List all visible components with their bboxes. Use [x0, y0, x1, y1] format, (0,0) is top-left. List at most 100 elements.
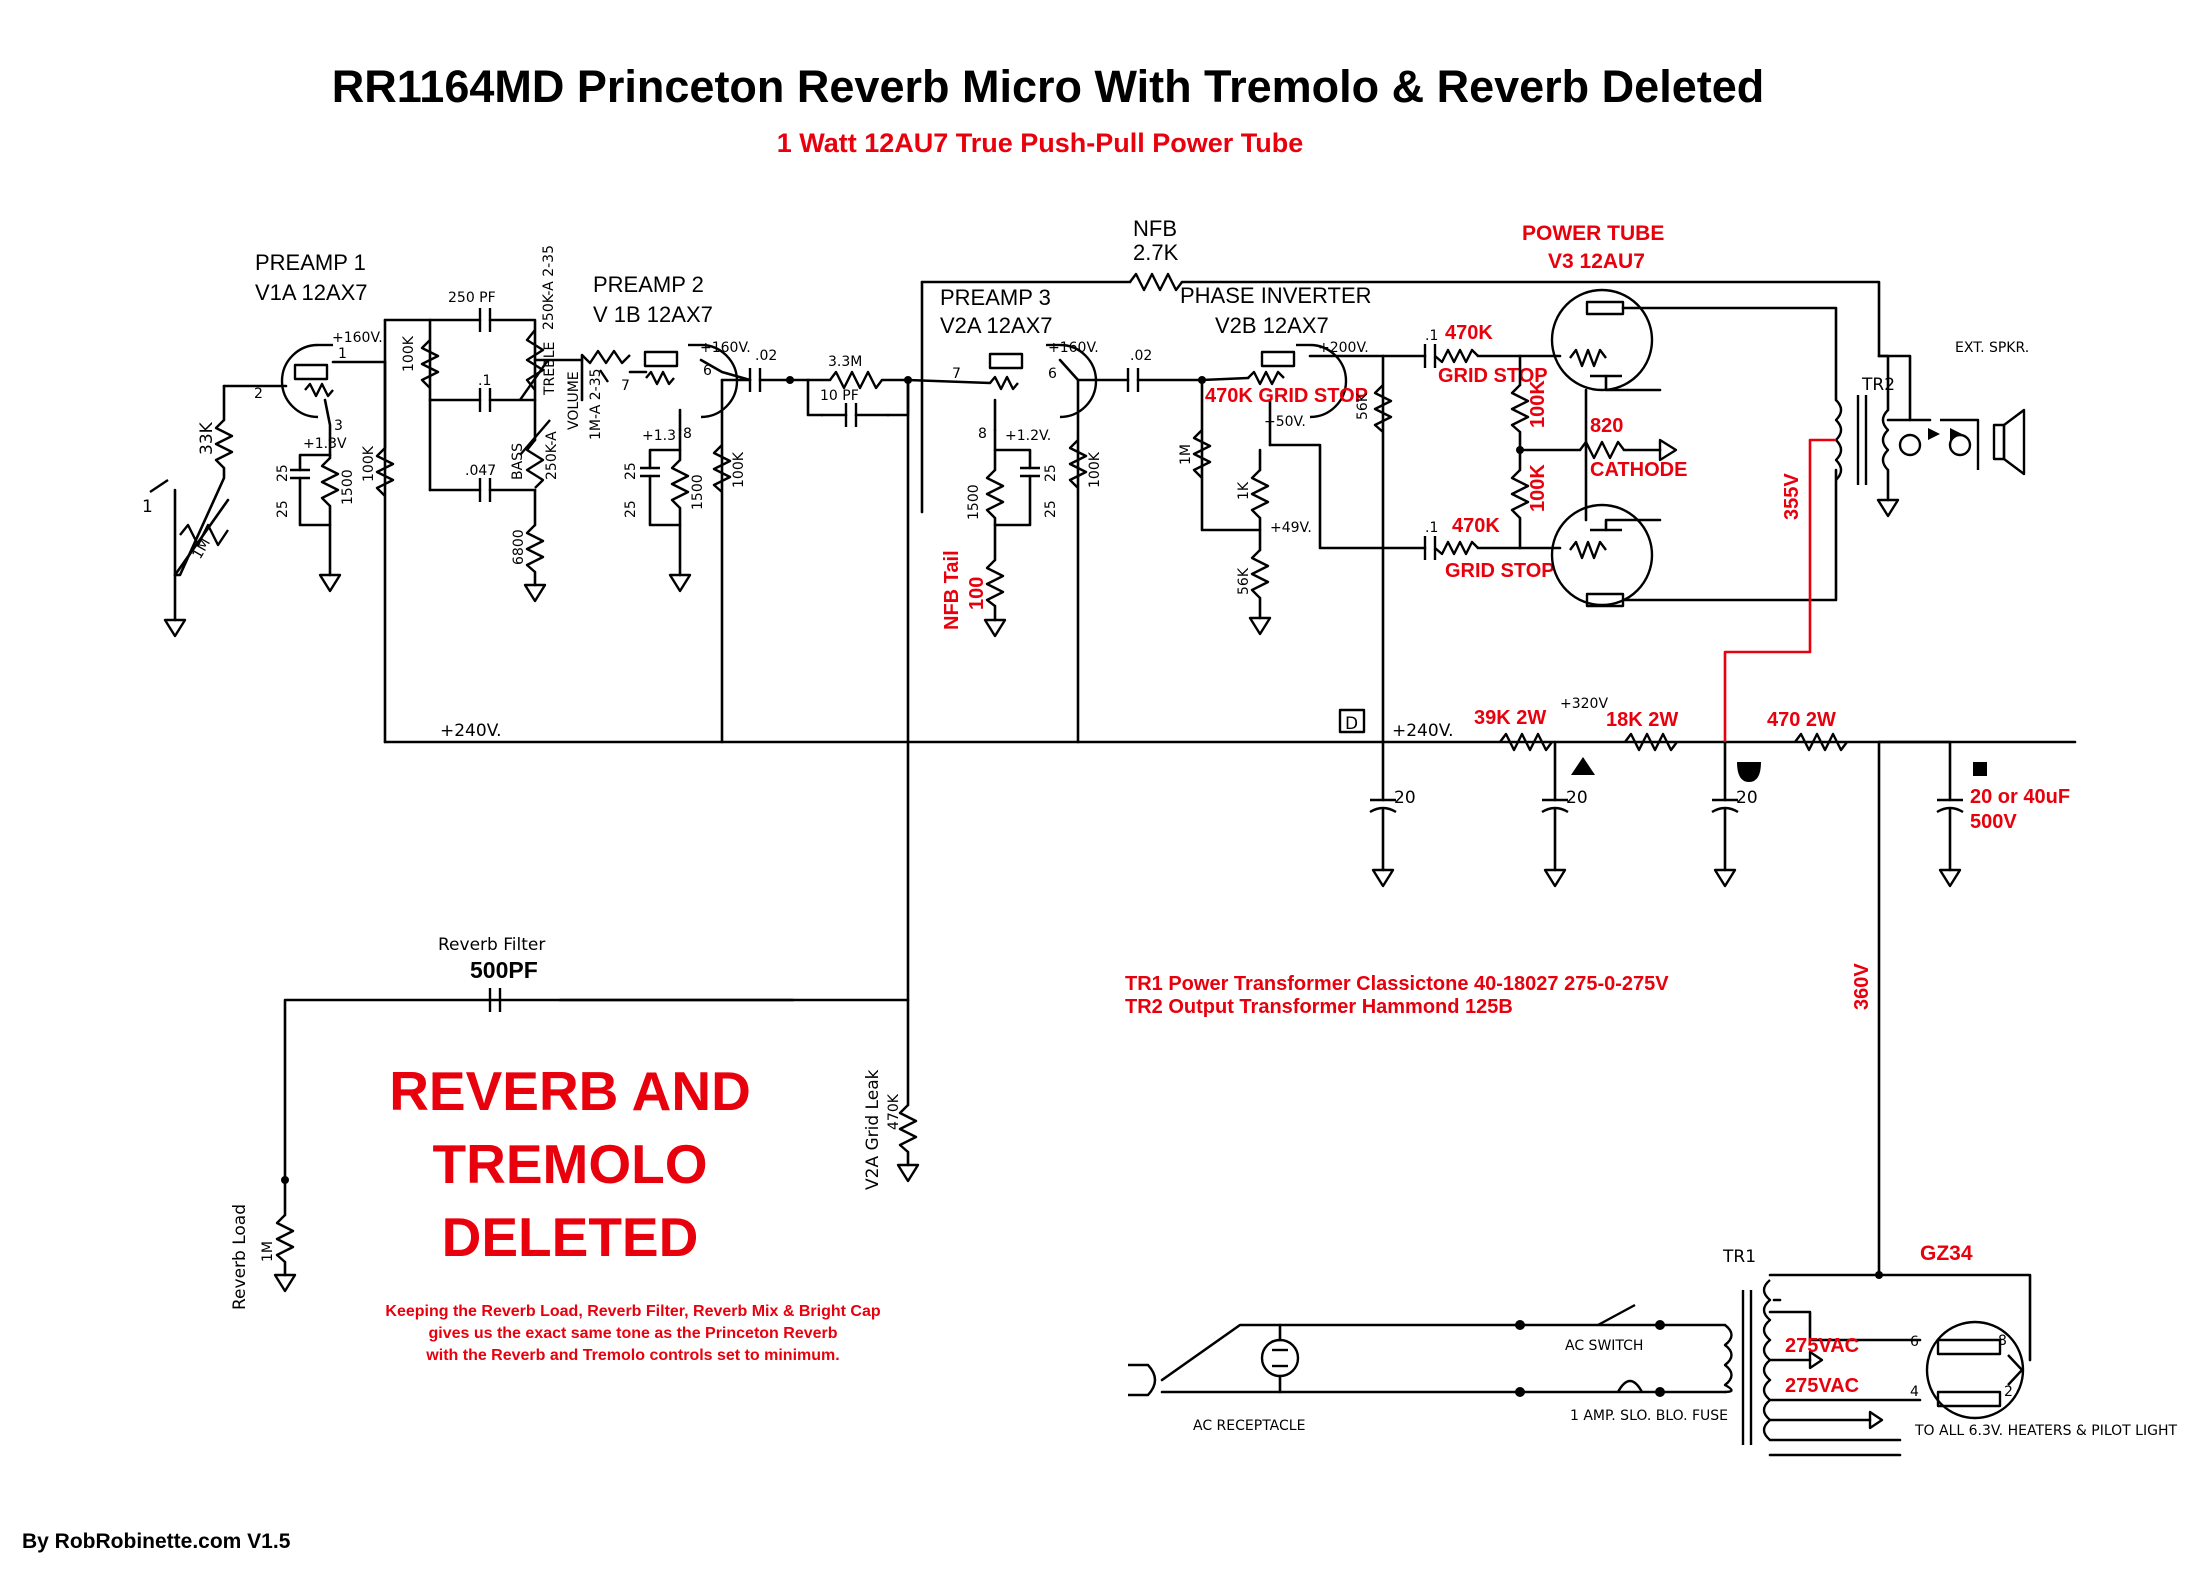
pin6b-label: 6 [1048, 366, 1057, 382]
pi-grid-stop: 470K GRID STOP [1205, 385, 1368, 407]
v240-left-label: +240V. [440, 721, 502, 741]
pi-to-power-bottom [1423, 536, 1522, 560]
bass-label: BASS [510, 443, 526, 480]
input-jack-label: 1 [142, 497, 153, 517]
c1-tone-label: .1 [478, 373, 491, 389]
v360-label: 360V [1851, 963, 1873, 1010]
big-cap-label: 20 or 40uF [1970, 786, 2070, 808]
nfb-loop [558, 272, 1881, 1002]
r1m-load-label: 1M [260, 1241, 276, 1262]
c25-2v-label: 25 [623, 500, 639, 518]
c1-pi-a-label: .1 [1425, 328, 1438, 344]
resistor-39k-2w [1499, 732, 1553, 752]
tube-v3-top [1518, 288, 1838, 402]
cathode-val: 820 [1590, 415, 1623, 437]
pin1-label: 1 [338, 346, 347, 362]
preamp3-tube: V2A 12AX7 [940, 313, 1053, 338]
filter-cap-2 [1541, 740, 1595, 888]
fuse-label: 1 AMP. SLO. BLO. FUSE [1570, 1408, 1728, 1424]
r1m-input-label: 1M [190, 536, 214, 562]
pin8-label: 8 [683, 426, 692, 442]
note-line3: with the Reverb and Tremolo controls set… [425, 1347, 839, 1364]
v1-3-label: +1.3V [303, 436, 347, 452]
cathode-label: CATHODE [1590, 459, 1687, 481]
grid-stop-bot-val: 470K [1452, 515, 1500, 537]
r100k-bot-label: 100K [1527, 464, 1549, 512]
v240-right-label: +240V. [1392, 721, 1454, 741]
fuse [1515, 1379, 1665, 1397]
input-network [149, 384, 234, 638]
v200-label: +200V. [1318, 340, 1369, 356]
vac-bot-label: 275VAC [1785, 1375, 1859, 1397]
gz34-label: GZ34 [1920, 1242, 1973, 1265]
r33k-label: 33K [197, 421, 217, 455]
r1500-1-label: 1500 [340, 469, 356, 505]
c02b-label: .02 [1130, 348, 1152, 364]
cap20-1-label: 20 [1394, 788, 1416, 808]
volume-pot-label: 1M-A 2-35 [588, 368, 604, 440]
big-cap-voltage: 500V [1970, 811, 2017, 833]
preamp1-title: PREAMP 1 [255, 250, 366, 275]
pi-title: PHASE INVERTER [1180, 283, 1372, 308]
v1-2-label: +1.2V. [1005, 428, 1051, 444]
ac-receptacle-label: AC RECEPTACLE [1193, 1418, 1305, 1434]
r100k-top-label: 100K [1527, 380, 1549, 428]
resistor-18k-2w [1624, 732, 1678, 752]
r3-3m-label: 3.3M [828, 354, 862, 370]
reverb-load-label: Reverb Load [230, 1204, 250, 1310]
preamp3-title: PREAMP 3 [940, 285, 1051, 310]
ac-receptacle [1260, 1323, 1300, 1394]
v50-label: +50V. [1264, 414, 1306, 430]
resistor-470-2w [1794, 732, 1848, 752]
c02a-label: .02 [755, 348, 777, 364]
treble-label: TREBLE [542, 342, 558, 396]
cap20-2-label: 20 [1566, 788, 1588, 808]
r470-label: 470 2W [1767, 709, 1836, 731]
r6800-label: 6800 [511, 529, 527, 565]
pi-tube: V2B 12AX7 [1215, 313, 1329, 338]
c25-3-label: 25 [1043, 464, 1059, 482]
r56k-b-label: 56K [1236, 567, 1252, 595]
r470k-leak-label: 470K [886, 1093, 902, 1130]
pin2-label: 2 [254, 386, 263, 402]
volume-pot [533, 349, 631, 402]
r100k-a-label: 100K [401, 335, 417, 372]
grid-stop-top-val: 470K [1445, 322, 1493, 344]
tube-v3-bottom [1518, 468, 1838, 608]
power-tube-title: POWER TUBE [1522, 222, 1664, 245]
cathode-network [1510, 354, 1678, 550]
tr2-label: TR2 [1861, 375, 1895, 395]
v2a-grid-leak [896, 998, 920, 1183]
c25-2-label: 25 [623, 462, 639, 480]
deleted-banner-line1: REVERB AND [389, 1060, 751, 1122]
power-tube-name: V3 12AU7 [1548, 250, 1645, 273]
v320-label: +320V [1560, 696, 1608, 712]
c047-label: .047 [465, 463, 496, 479]
power-cord [1128, 1323, 1727, 1397]
nfb-tail-label: NFB Tail [941, 550, 963, 630]
tr1-label: TR1 [1722, 1247, 1756, 1267]
pin2-gz-label: 2 [2004, 1384, 2013, 1400]
v355-label: 355V [1781, 473, 1803, 520]
v160-1-label: +160V. [332, 330, 383, 346]
coupling-cap-02b [1126, 368, 1206, 392]
r100k-c-label: 100K [731, 451, 747, 488]
pi-to-power-top [1381, 344, 1522, 368]
coupling-cap-02a [720, 368, 810, 392]
preamp2-cathode [640, 428, 692, 593]
r18k-label: 18K 2W [1606, 709, 1678, 731]
deleted-banner-line2: TREMOLO [433, 1133, 708, 1195]
reverb-filter-label: Reverb Filter [438, 935, 545, 955]
r1500-3-label: 1500 [966, 484, 982, 520]
tube-v1b [628, 343, 752, 432]
ac-switch-label: AC SWITCH [1565, 1338, 1643, 1354]
pin4-gz-label: 4 [1910, 1384, 1919, 1400]
nfb-value: 2.7K [1133, 240, 1179, 265]
v160-2-label: +160V. [700, 340, 751, 356]
svg-text:D: D [1345, 714, 1358, 734]
v160-3-label: +160V. [1048, 340, 1099, 356]
tube-v1a [280, 343, 387, 442]
deleted-banner-line3: DELETED [442, 1206, 699, 1268]
v2a-grid-leak-label: V2A Grid Leak [863, 1069, 883, 1190]
volume-label: VOLUME [566, 371, 582, 430]
